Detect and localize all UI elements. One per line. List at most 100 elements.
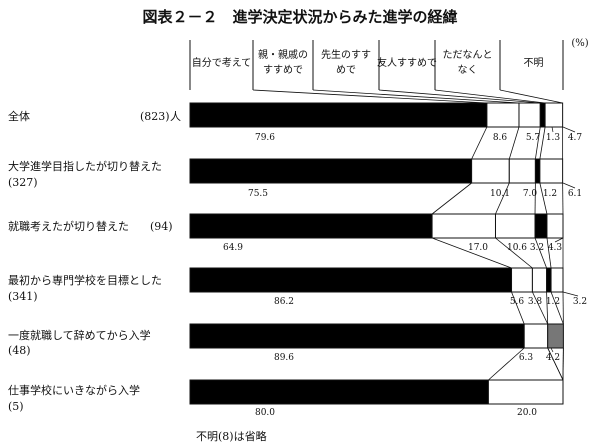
label-leader (551, 126, 554, 133)
segment-series-1 (189, 267, 513, 293)
value-label: 80.0 (255, 408, 275, 418)
row-1: 全体(823)人 (8, 102, 564, 128)
connector-line (488, 347, 525, 381)
value-label: 20.0 (517, 408, 537, 418)
value-label: 64.9 (223, 243, 243, 253)
legend-connector (378, 89, 541, 104)
segment-series-3 (508, 158, 536, 184)
connector-line (471, 126, 488, 160)
connector-line (511, 291, 525, 325)
segment-series-1 (189, 158, 473, 184)
legend-entry-2: 親・親戚のすすめで (258, 48, 308, 76)
value-label: 17.0 (468, 243, 488, 253)
value-label: 4.3 (548, 243, 563, 253)
segment-series-1 (189, 323, 525, 349)
value-label: 5.6 (510, 297, 525, 307)
connector-line (539, 126, 546, 160)
value-label: 1.2 (543, 189, 557, 199)
legend-entry-5: ただなんとなく (443, 49, 493, 76)
value-label: 8.6 (493, 133, 508, 143)
value-label: 1.2 (546, 297, 560, 307)
row-count: (48) (8, 344, 31, 357)
connector-line (532, 291, 549, 325)
segment-series-5 (539, 158, 564, 184)
connector-line (550, 291, 564, 325)
label-leader (562, 126, 576, 133)
value-label: 4.2 (546, 353, 560, 363)
row-label: 最初から専門学校を目標とした (8, 273, 162, 287)
segment-series-5 (544, 102, 564, 128)
value-label: 4.7 (568, 133, 583, 143)
legend-entry-3: 先生のすすめで (321, 48, 371, 76)
row-5: 一度就職して辞めてから入学 (48) (8, 323, 564, 357)
connector-line (495, 182, 510, 215)
segment-series-5 (546, 213, 564, 239)
row-label: 就職考えたが切り替えた (8, 219, 129, 233)
footnote: 不明(8)は省略 (196, 429, 267, 443)
segment-series-4 (546, 267, 552, 293)
label-leader (562, 182, 576, 189)
row-6: 仕事学校にいきながら入学 (5) (8, 379, 564, 413)
connector-line (431, 182, 472, 215)
label-leader (562, 291, 579, 297)
segment-series-4 (534, 158, 541, 184)
row-count: (94) (150, 220, 173, 233)
connector-line (546, 237, 552, 269)
value-label: 6.1 (568, 189, 582, 199)
row-label: 仕事学校にいきながら入学 (8, 383, 140, 397)
legend-connector (499, 89, 563, 104)
connector-line (535, 126, 541, 160)
row-count: (327) (8, 176, 38, 189)
segment-series-2 (471, 158, 510, 184)
value-label: 3.2 (530, 243, 544, 253)
row-label: 全体 (8, 109, 30, 123)
connector-line (431, 237, 512, 269)
value-label: 6.3 (519, 353, 534, 363)
row-label: 一度就職して辞めてから入学 (8, 328, 151, 342)
value-label: 75.5 (248, 189, 268, 199)
row-3: 就職考えたが切り替えた (94) (8, 213, 564, 239)
value-label: 10.6 (507, 243, 527, 253)
row-2: 大学進学目指したが切り替えた (327) (8, 158, 564, 189)
connector-line (546, 291, 549, 325)
segment-series-2 (431, 213, 496, 239)
chart-title: 図表２－２ 進学決定状況からみた進学の経緯 (142, 8, 457, 26)
value-label: 86.2 (274, 297, 294, 307)
connector-line (547, 347, 564, 381)
value-label: 79.6 (255, 133, 275, 143)
legend-connector (252, 89, 487, 104)
value-label: 10.1 (490, 189, 510, 199)
label-leader (550, 347, 554, 353)
legend-connector (434, 89, 546, 104)
row-count: (5) (8, 400, 24, 413)
legend-entry-6: 不明 (524, 57, 544, 69)
segment-series-2 (487, 379, 564, 405)
legend-connector (312, 89, 520, 104)
value-label: 7.0 (523, 189, 538, 199)
segment-series-3 (494, 213, 536, 239)
segment-series-1 (189, 379, 489, 405)
value-label: 3.2 (573, 297, 587, 307)
segment-series-4 (547, 323, 564, 349)
segment-series-1 (189, 102, 488, 128)
legend-entry-4: 友人すすめで (377, 56, 437, 69)
connector-line (508, 126, 520, 160)
unit-label: (%) (571, 38, 588, 49)
value-label: 89.6 (274, 353, 294, 363)
value-label: 5.7 (526, 133, 541, 143)
value-label: 3.8 (528, 297, 543, 307)
row-unit: 人 (170, 110, 181, 123)
row-count: (341) (8, 290, 38, 303)
segment-series-3 (531, 267, 548, 293)
connector-line (495, 237, 533, 269)
connector-line (534, 237, 547, 269)
row-label: 大学進学目指したが切り替えた (8, 159, 162, 173)
row-4: 最初から専門学校を目標とした (341) (8, 267, 564, 303)
segment-series-3 (518, 102, 541, 128)
segment-series-4 (534, 213, 548, 239)
value-label: 1.3 (546, 133, 561, 143)
segment-series-1 (189, 213, 433, 239)
